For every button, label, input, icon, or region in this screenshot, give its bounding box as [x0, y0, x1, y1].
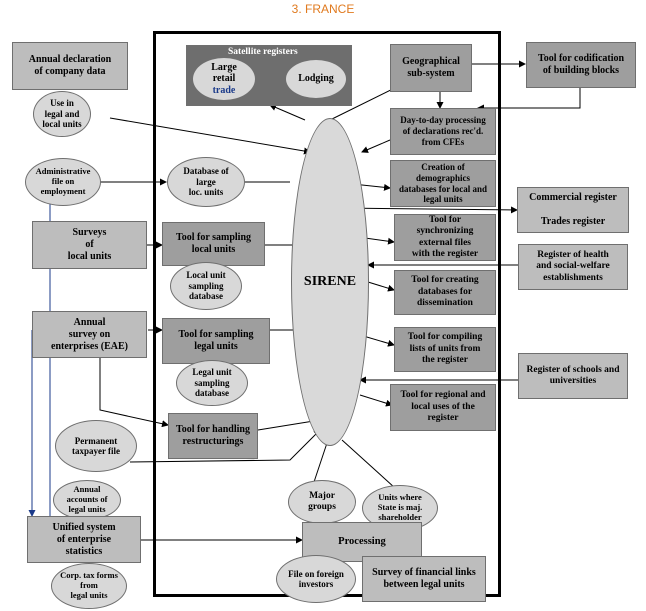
surveys-local-units-box: Surveys of local units	[32, 221, 147, 269]
arrow-to-commercial	[339, 206, 518, 214]
restructurings-tool-box: Tool for handling restructurings	[168, 413, 258, 459]
use-in-legal-local-ellipse: Use in legal and local units	[33, 91, 91, 137]
regional-tool-box: Tool for regional and local uses of the …	[390, 384, 496, 431]
arrow-sirene-satellite	[269, 104, 306, 121]
health-register-box: Register of health and social-welfare es…	[518, 244, 628, 290]
satellite-registers-title: Satellite registers	[228, 47, 298, 57]
page-title: 3. FRANCE	[291, 2, 355, 16]
permanent-taxpayer-ellipse: Permanent taxpayer file	[55, 420, 137, 472]
foreign-investors-ellipse: File on foreign investors	[276, 555, 356, 603]
commercial-register-box: Commercial register Trades register	[517, 187, 629, 233]
codification-tool-box: Tool for codification of building blocks	[526, 42, 636, 88]
schools-register-box: Register of schools and universities	[518, 353, 628, 399]
local-unit-db-ellipse: Local unit sampling database	[170, 262, 242, 310]
eae-survey-box: Annual survey on enterprises (EAE)	[32, 311, 147, 358]
arrow-taxpayer-sirene	[129, 429, 321, 463]
arrow-codification	[477, 88, 581, 112]
corp-tax-forms-ellipse: Corp. tax forms from legal units	[51, 563, 127, 609]
major-groups-ellipse: Major groups	[288, 480, 356, 524]
arrow-dissemination	[367, 281, 395, 292]
sampling-legal-units-box: Tool for sampling legal units	[162, 318, 270, 364]
trade-label: trade	[212, 84, 236, 96]
day-to-day-processing-box: Day-to-day processing of declarations re…	[390, 108, 496, 155]
sync-tool-box: Tool for synchronizing external files wi…	[394, 214, 496, 261]
unified-system-box: Unified system of enterprise statistics	[27, 516, 141, 563]
geographical-subsystem-box: Geographical sub-system	[390, 44, 472, 92]
administrative-file-ellipse: Administrative file on employment	[25, 158, 101, 206]
compiling-tool-box: Tool for compiling lists of units from t…	[394, 327, 496, 372]
demographics-box: Creation of demographics databases for l…	[390, 160, 496, 207]
annual-accounts-ellipse: Annual accounts of legal units	[53, 480, 121, 520]
large-retail-label: Large retail	[211, 61, 237, 85]
sirene-ellipse: SIRENE	[291, 118, 369, 446]
sampling-local-units-box: Tool for sampling local units	[162, 222, 265, 266]
dissemination-tool-box: Tool for creating databases for dissemin…	[394, 270, 496, 315]
lodging-ellipse: Lodging	[285, 59, 347, 99]
line-state	[341, 439, 396, 489]
arrow-use-to-sirene	[109, 117, 311, 155]
financial-links-survey-box: Survey of financial links between legal …	[362, 556, 486, 602]
legal-unit-db-ellipse: Legal unit sampling database	[176, 360, 248, 406]
arrow-daytoday-sirene	[361, 139, 391, 153]
database-large-units-ellipse: Database of large loc. units	[167, 157, 245, 207]
annual-declaration-box: Annual declaration of company data	[12, 42, 128, 90]
arrow-eae-restructuring	[99, 355, 169, 428]
arrow-sync	[364, 237, 395, 245]
arrow-regional	[359, 394, 393, 407]
